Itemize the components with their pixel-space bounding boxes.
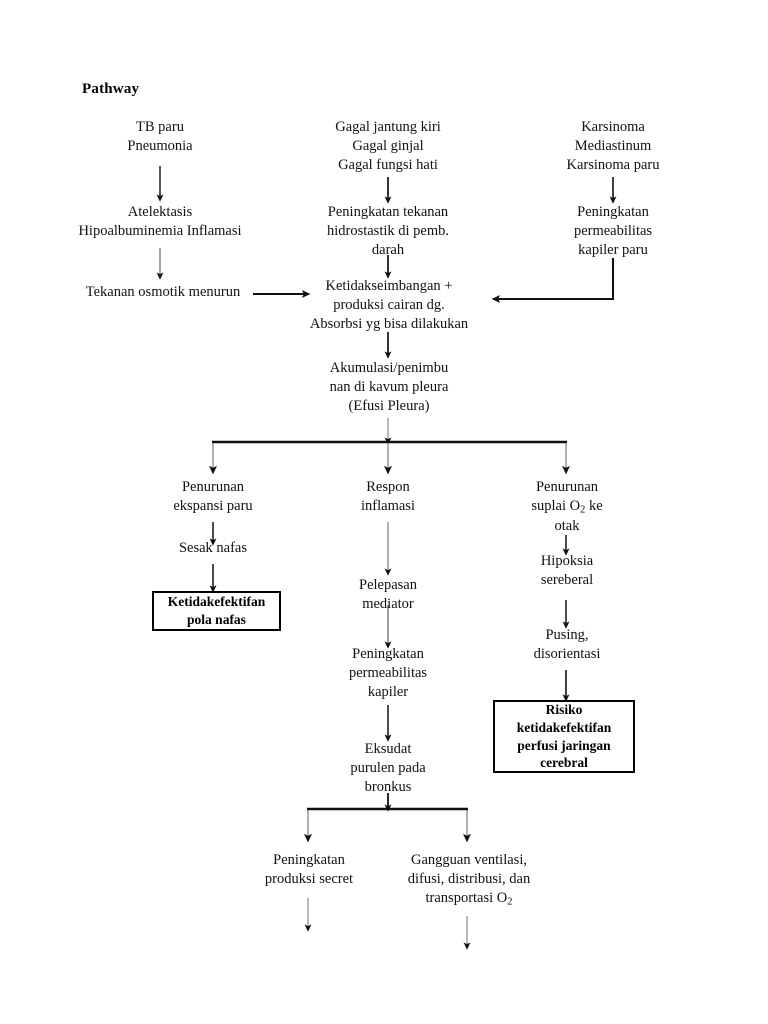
node-tekanan-osmotik-menurun: Tekanan osmotik menurun <box>85 284 241 300</box>
node-penurunan-suplai-o2-line3: otak <box>554 517 580 534</box>
node-penurunan-suplai-o2-line2-post: ke <box>585 497 603 514</box>
node-peningkatan-permeabilitas-kapiler: Peningkatan permeabilitas kapiler <box>348 646 428 700</box>
node-pelepasan-mediator: Pelepasan mediator <box>359 577 417 612</box>
node-penurunan-suplai-o2-line1: Penurunan <box>535 479 598 495</box>
node-peningkatan-produksi-secret: Peningkatan produksi secret <box>264 852 354 887</box>
node-peningkatan-tekanan-hidrostatik: Peningkatan tekanan hidrostastik di pemb… <box>326 204 450 258</box>
box-risiko-ketidakefektifan-perfusi-jaringan-cerebral: Risiko ketidakefektifan perfusi jaringan… <box>493 700 635 773</box>
node-atelektasis-hipoalbuminemia: Atelektasis Hipoalbuminemia Inflamasi <box>78 204 242 239</box>
node-gangguan-line2: difusi, distribusi, dan <box>407 870 531 887</box>
node-tb-paru-pneumonia: TB paru Pneumonia <box>127 119 193 154</box>
node-akumulasi-efusi-pleura: Akumulasi/penimbu nan di kavum pleura (E… <box>329 360 449 414</box>
node-ketidakseimbangan-produksi-cairan: Ketidakseimbangan + produksi cairan dg. … <box>309 278 469 332</box>
node-pusing-disorientasi: Pusing, disorientasi <box>533 627 601 662</box>
node-sesak-nafas: Sesak nafas <box>178 540 248 556</box>
node-gangguan-ventilasi-difusi-transportasi: Gangguan ventilasi, difusi, distribusi, … <box>396 851 542 909</box>
box-ketidakefektifan-pola-nafas: Ketidakefektifan pola nafas <box>152 591 281 631</box>
node-eksudat-purulen-bronkus: Eksudat purulen pada bronkus <box>350 741 426 795</box>
node-gangguan-line3-pre: transportasi O <box>425 889 508 906</box>
node-penurunan-suplai-o2-line2-pre: suplai O <box>531 497 581 514</box>
node-karsinoma: Karsinoma Mediastinum Karsinoma paru <box>566 119 660 173</box>
node-gagal-organ: Gagal jantung kiri Gagal ginjal Gagal fu… <box>335 119 441 173</box>
node-respon-inflamasi: Respon inflamasi <box>361 479 415 514</box>
node-penurunan-ekspansi-paru: Penurunan ekspansi paru <box>173 479 253 514</box>
subscript-two: 2 <box>580 504 586 516</box>
subscript-two: 2 <box>507 895 513 907</box>
node-peningkatan-permeabilitas-kapiler-paru: Peningkatan permeabilitas kapiler paru <box>573 204 653 258</box>
node-hipoksia-sereberal: Hipoksia sereberal <box>540 553 594 588</box>
node-penurunan-suplai-o2-otak: Penurunan suplai O2 ke otak <box>503 478 631 536</box>
edge-permeabilitas-paru-elbow-to-ketidakseimbangan <box>491 258 615 304</box>
node-gangguan-line1: Gangguan ventilasi, <box>411 852 527 868</box>
page-title: Pathway <box>82 81 140 97</box>
